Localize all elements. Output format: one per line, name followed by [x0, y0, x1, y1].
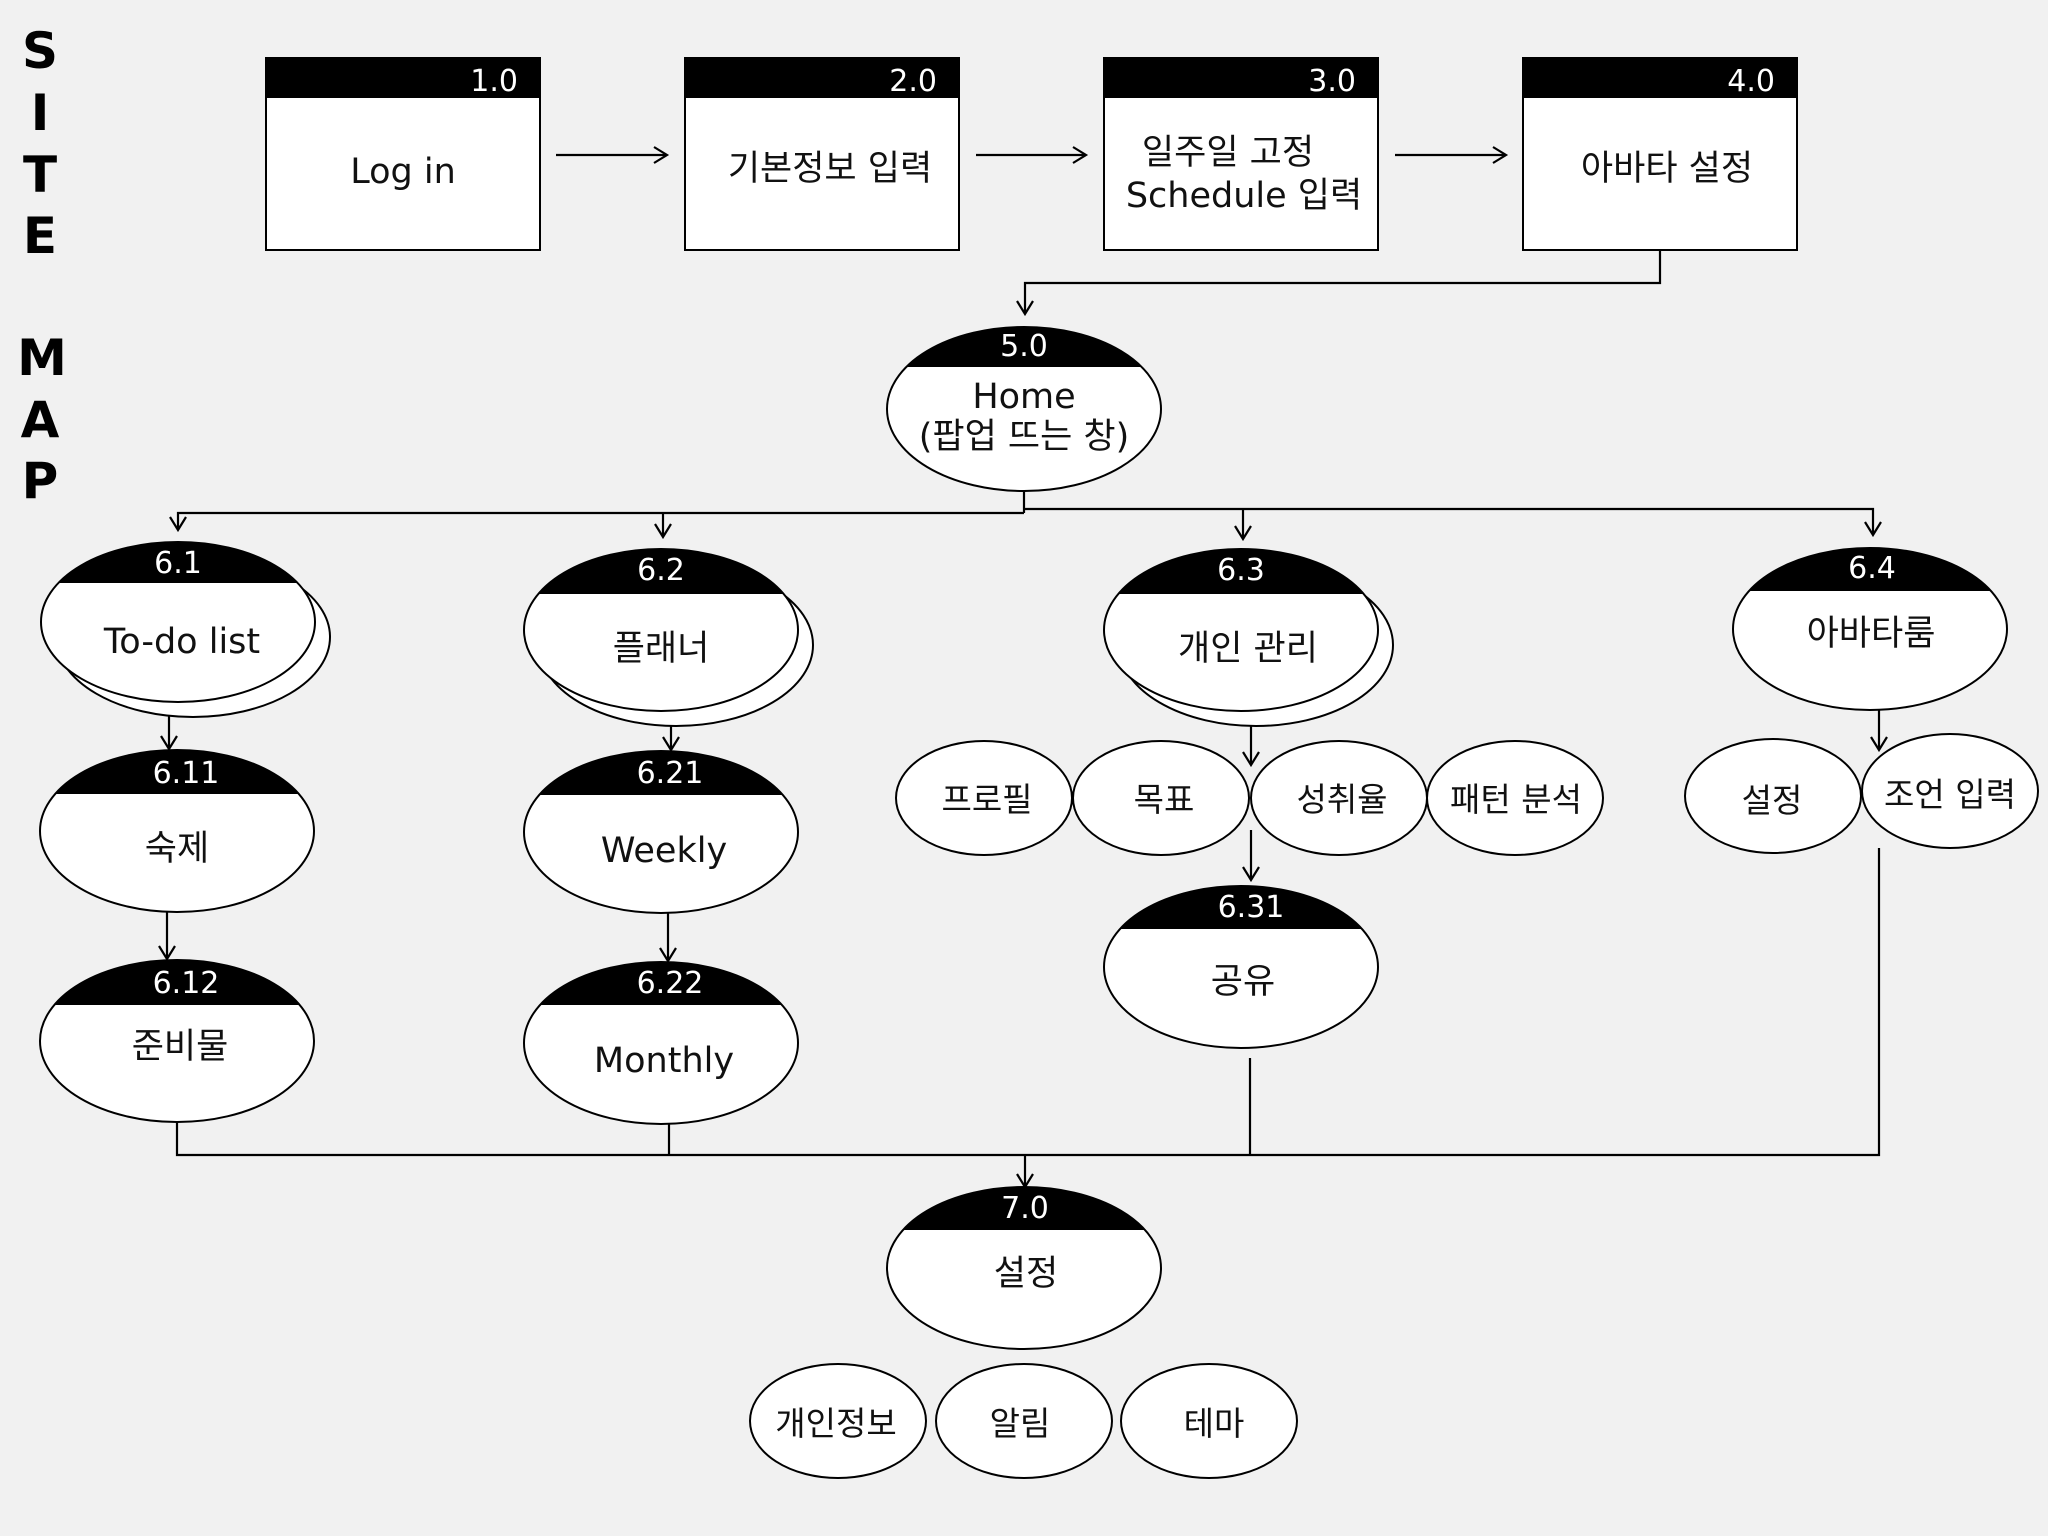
node-label: 숙제	[145, 829, 209, 869]
step-box-login[interactable]: 1.0 Log in	[265, 57, 541, 251]
node-monthly[interactable]: 6.22 Monthly	[518, 955, 808, 1125]
side-title: S I T E M A P	[17, 22, 67, 510]
leaf-label: 성취율	[1296, 780, 1387, 819]
side-title-letter: E	[23, 207, 57, 265]
node-label: 플래너	[613, 629, 710, 669]
node-label: 설정	[994, 1254, 1058, 1294]
node-number: 6.3	[1217, 553, 1265, 588]
step-label-line: 일주일 고정	[1142, 133, 1314, 173]
leaf-label: 패턴 분석	[1450, 780, 1582, 819]
step-label-line: Schedule 입력	[1126, 176, 1362, 216]
leaf-goal[interactable]: 목표	[1072, 740, 1250, 856]
side-title-letter: I	[31, 84, 50, 142]
node-label: To-do list	[103, 622, 260, 662]
leaf-privacy[interactable]: 개인정보	[749, 1363, 927, 1479]
node-number: 6.11	[153, 756, 220, 791]
arrow-avatar-setup-to-home	[1016, 250, 1662, 317]
connectors	[158, 146, 1888, 1190]
node-personal-management[interactable]: 6.3 개인 관리	[1098, 542, 1394, 727]
node-label: 개인 관리	[1178, 629, 1318, 669]
node-planner[interactable]: 6.2 플래너	[518, 542, 814, 727]
leaf-avatar-settings[interactable]: 설정	[1684, 738, 1862, 854]
node-label: 아바타룸	[1807, 614, 1936, 654]
node-number: 6.4	[1848, 551, 1896, 586]
node-supplies[interactable]: 6.12 준비물	[34, 953, 324, 1123]
node-todo-list[interactable]: 6.1 To-do list	[35, 535, 331, 718]
arrow-home-to-avatar-room	[1024, 507, 1882, 538]
node-label: 공유	[1211, 962, 1275, 1002]
node-number: 6.1	[154, 546, 202, 581]
leaf-label: 목표	[1134, 780, 1195, 819]
step-number: 4.0	[1727, 64, 1775, 99]
side-title-letter: T	[23, 146, 57, 204]
leaf-label: 설정	[1742, 781, 1803, 820]
step-box-avatar-setup[interactable]: 4.0 아바타 설정	[1522, 57, 1798, 251]
step-number: 1.0	[470, 64, 518, 99]
leaf-theme[interactable]: 테마	[1120, 1363, 1298, 1479]
node-number: 6.31	[1218, 890, 1285, 925]
node-number: 5.0	[1000, 329, 1048, 364]
node-label: Monthly	[594, 1041, 734, 1081]
node-label-line: Home	[972, 377, 1075, 417]
node-homework[interactable]: 6.11 숙제	[34, 743, 324, 913]
step-number: 2.0	[889, 64, 937, 99]
node-number: 6.2	[637, 553, 685, 588]
node-settings[interactable]: 7.0 설정	[881, 1180, 1171, 1350]
leaf-advice-input[interactable]: 조언 입력	[1861, 733, 2039, 849]
side-title-letter: P	[22, 452, 59, 510]
node-number: 6.12	[153, 966, 220, 1001]
leaf-pattern-analysis[interactable]: 패턴 분석	[1426, 740, 1604, 856]
step-label: 아바타 설정	[1581, 149, 1753, 189]
node-avatar-room[interactable]: 6.4 아바타룸	[1727, 541, 2017, 711]
side-title-letter: A	[21, 391, 60, 449]
leaf-label: 알림	[990, 1404, 1051, 1443]
node-label: Weekly	[601, 831, 727, 871]
step-box-basic-info[interactable]: 2.0 기본정보 입력	[684, 57, 960, 251]
leaf-label: 프로필	[941, 780, 1032, 819]
leaf-alarm[interactable]: 알림	[935, 1363, 1113, 1479]
node-weekly[interactable]: 6.21 Weekly	[518, 744, 808, 914]
step-box-weekly-schedule[interactable]: 3.0 일주일 고정 Schedule 입력	[1103, 57, 1379, 251]
settings-bus-line	[175, 848, 1881, 1157]
step-label: Log in	[350, 152, 456, 192]
leaf-label: 테마	[1184, 1404, 1245, 1443]
leaf-profile[interactable]: 프로필	[895, 740, 1073, 856]
arrow-home-to-todo	[169, 511, 1024, 533]
step-label: 기본정보 입력	[728, 149, 932, 189]
node-share[interactable]: 6.31 공유	[1098, 879, 1388, 1049]
node-label: 준비물	[132, 1027, 229, 1067]
node-home[interactable]: 5.0 Home (팝업 뜨는 창)	[880, 320, 1170, 492]
node-number: 7.0	[1001, 1191, 1049, 1226]
leaf-achievement-rate[interactable]: 성취율	[1250, 740, 1428, 856]
leaf-label: 개인정보	[775, 1404, 896, 1443]
node-label-line: (팝업 뜨는 창)	[919, 417, 1130, 457]
node-number: 6.22	[637, 966, 704, 1001]
side-title-letter: S	[22, 22, 58, 80]
step-number: 3.0	[1308, 64, 1356, 99]
side-title-letter: M	[17, 329, 67, 387]
node-number: 6.21	[637, 756, 704, 791]
leaf-label: 조언 입력	[1884, 775, 2016, 814]
